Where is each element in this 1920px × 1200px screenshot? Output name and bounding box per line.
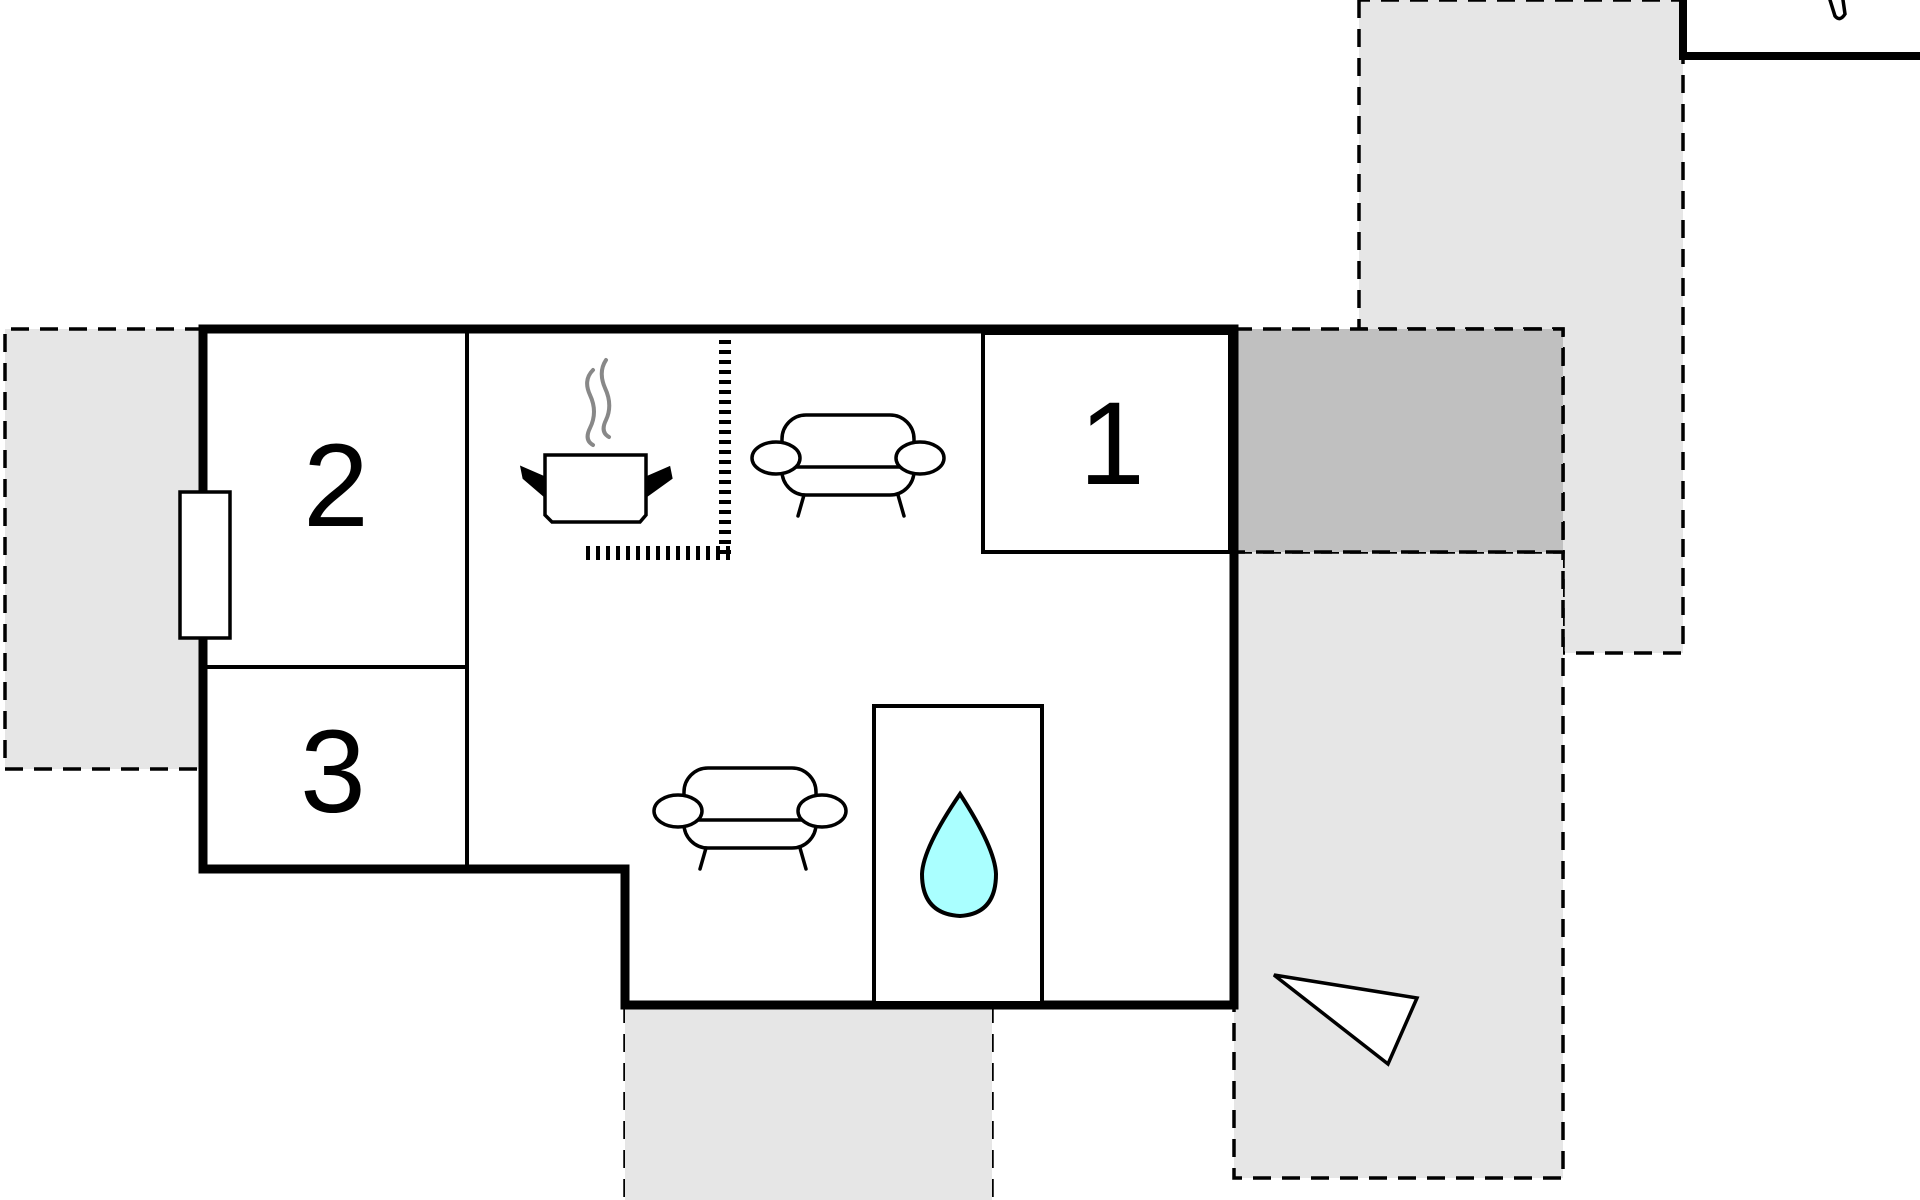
terrace-right-lower <box>1232 550 1565 1180</box>
interior-walls <box>207 331 1232 1005</box>
sofa-icon <box>750 413 946 518</box>
outbuilding-fixture-icon <box>1828 0 1847 21</box>
kitchen-counter <box>586 340 731 560</box>
room-3-label: 3 <box>300 706 366 838</box>
outbuilding <box>1679 0 1920 60</box>
sofa-icon <box>652 766 848 871</box>
north-arrow-icon <box>1272 973 1420 1067</box>
room-1-label: 1 <box>1079 378 1145 510</box>
outdoor-areas <box>3 0 1920 1200</box>
terrace-left <box>3 327 203 771</box>
terrace-bottom-fill <box>625 1005 992 1200</box>
kitchen-pot-icon <box>519 358 673 524</box>
window-icon <box>178 490 232 640</box>
room-2-label: 2 <box>303 420 369 552</box>
room-1-box <box>981 331 1232 554</box>
covered-terrace <box>1232 327 1565 554</box>
water-drop-icon <box>919 790 999 919</box>
